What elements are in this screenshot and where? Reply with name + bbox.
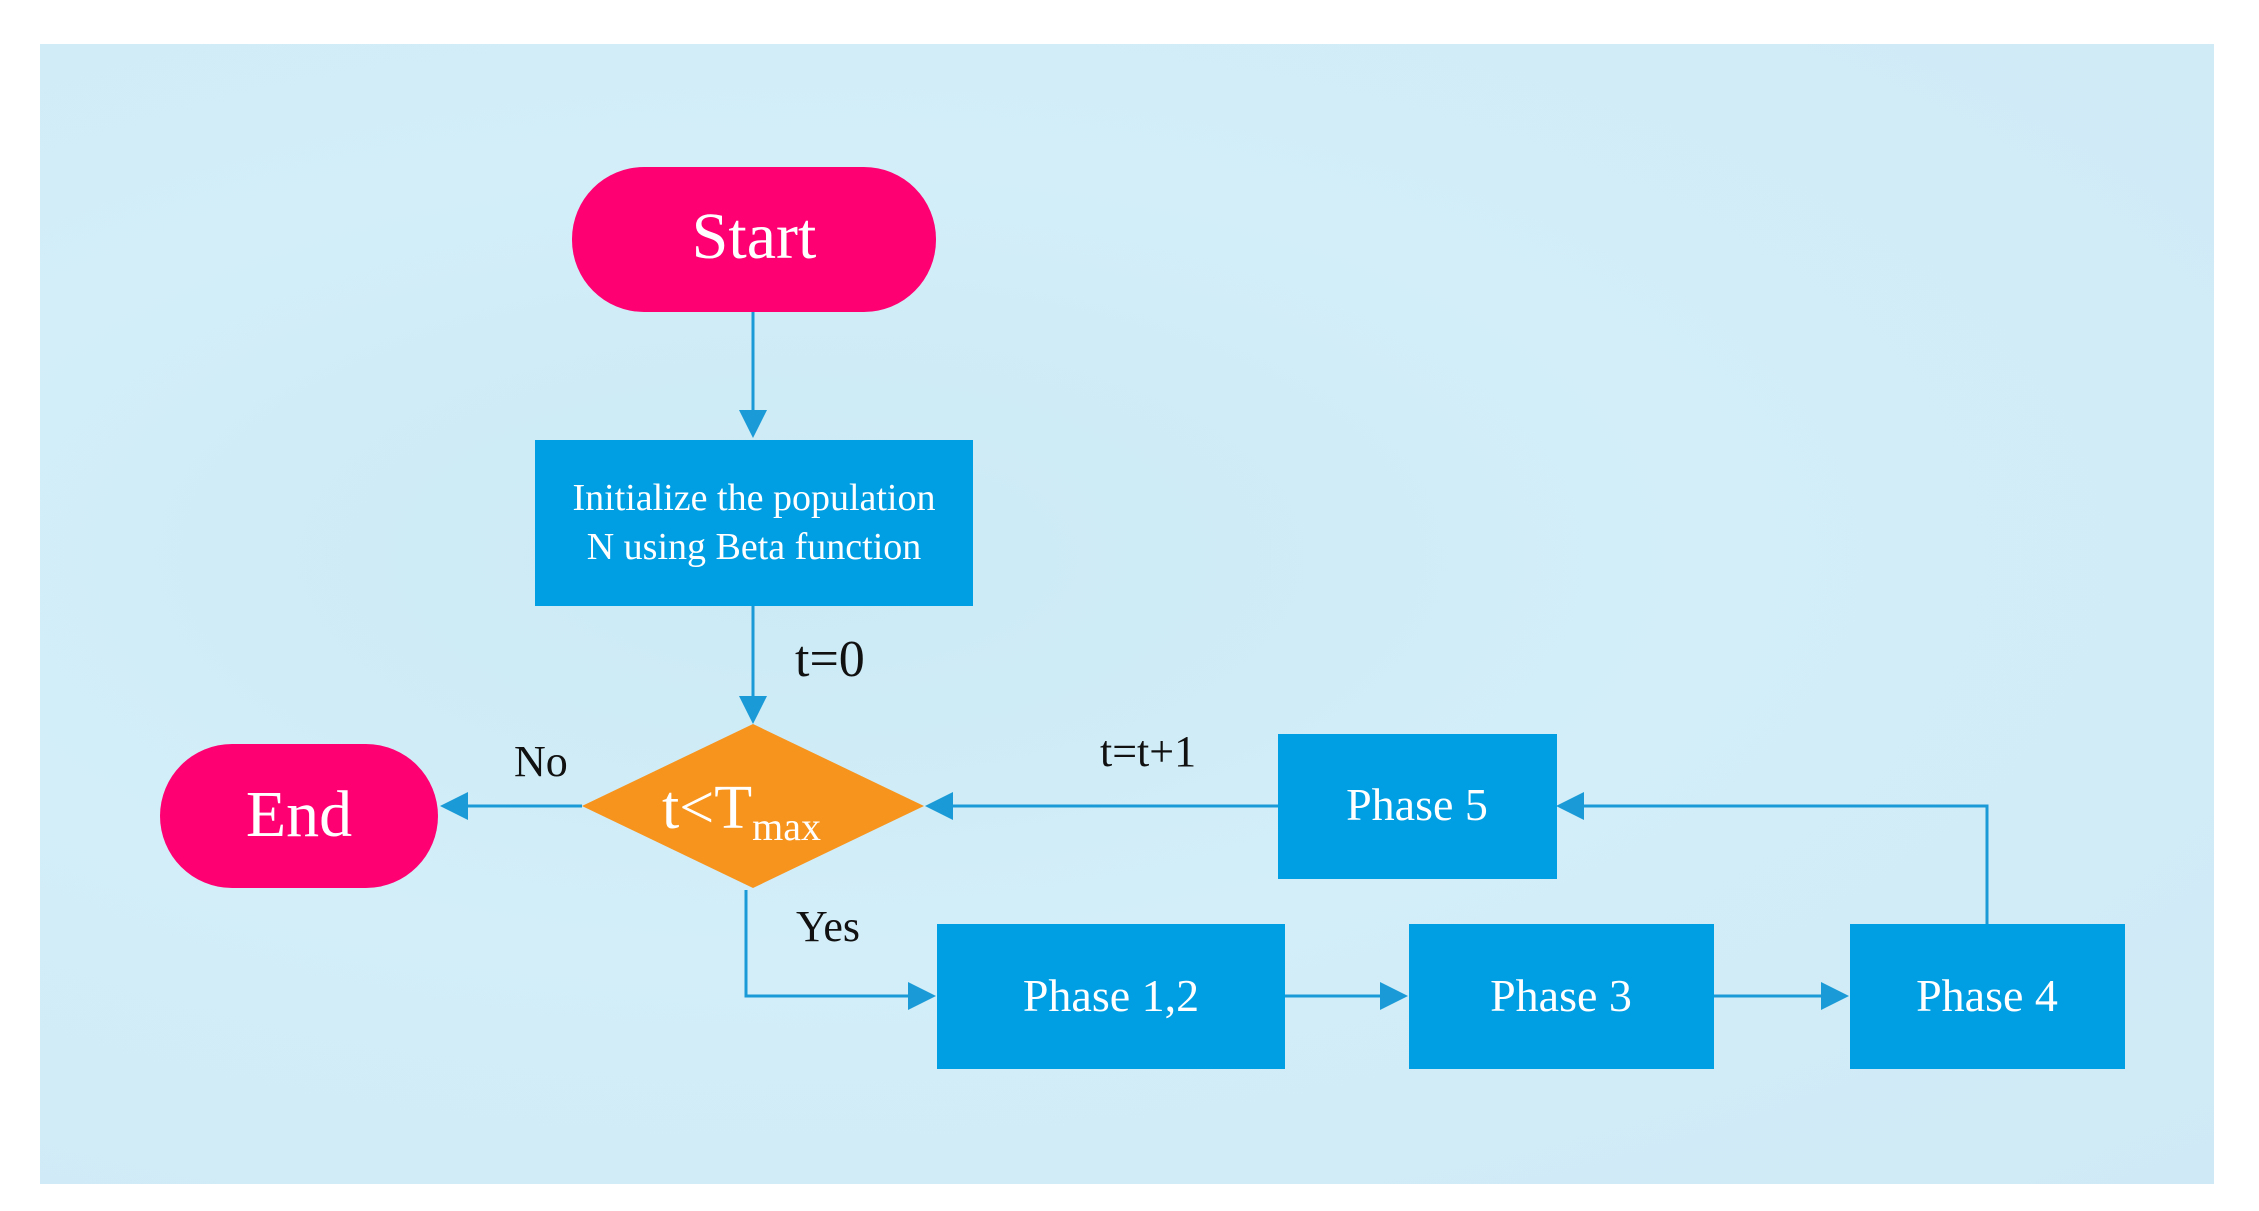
decision-label-subscript: max <box>752 804 821 849</box>
phase12-shape <box>937 924 1285 1069</box>
arrowhead-end <box>440 792 468 820</box>
end-shape <box>160 744 438 888</box>
start-node: Start <box>572 167 936 312</box>
phase5-shape <box>1278 734 1557 879</box>
phase4-node: Phase 4 <box>1850 924 2125 1069</box>
edge-label-yes: Yes <box>796 902 860 951</box>
arrowhead-phase4 <box>1821 982 1849 1010</box>
edge-label-increment: t=t+1 <box>1100 727 1196 776</box>
decision-node: t<Tmax <box>582 724 924 888</box>
decision-label-main: t<T <box>662 774 752 842</box>
phase3-shape <box>1409 924 1714 1069</box>
arrowhead-phase5 <box>1556 792 1584 820</box>
end-label: End <box>246 778 352 851</box>
arrowhead-phase3 <box>1380 982 1408 1010</box>
phase12-label: Phase 1,2 <box>1023 970 1199 1021</box>
phase4-shape <box>1850 924 2125 1069</box>
arrowhead-decision-top <box>739 696 767 724</box>
init-label-line2: N using Beta function <box>587 526 922 568</box>
decision-label: t<Tmax <box>662 774 821 849</box>
edge-phase4-to-phase5 <box>1581 804 1989 925</box>
edge-decision-to-phase12 <box>744 890 910 998</box>
init-shape <box>535 440 973 606</box>
phase4-label: Phase 4 <box>1916 970 2058 1021</box>
phase5-label: Phase 5 <box>1346 779 1488 830</box>
phase5-node: Phase 5 <box>1278 734 1557 879</box>
edge-label-init-counter: t=0 <box>795 631 865 688</box>
start-label: Start <box>692 200 817 273</box>
phase3-label: Phase 3 <box>1490 970 1632 1021</box>
phase3-node: Phase 3 <box>1409 924 1714 1069</box>
decision-shape <box>582 724 924 888</box>
start-shape <box>572 167 936 312</box>
arrowhead-decision-right <box>925 792 953 820</box>
edges <box>440 312 1989 1010</box>
init-label-line1: Initialize the population <box>572 477 935 519</box>
init-node: Initialize the population N using Beta f… <box>535 440 973 606</box>
end-node: End <box>160 744 438 888</box>
edge-label-no: No <box>514 737 568 786</box>
arrowhead-phase12 <box>908 982 936 1010</box>
arrowhead-init <box>739 410 767 438</box>
phase12-node: Phase 1,2 <box>937 924 1285 1069</box>
